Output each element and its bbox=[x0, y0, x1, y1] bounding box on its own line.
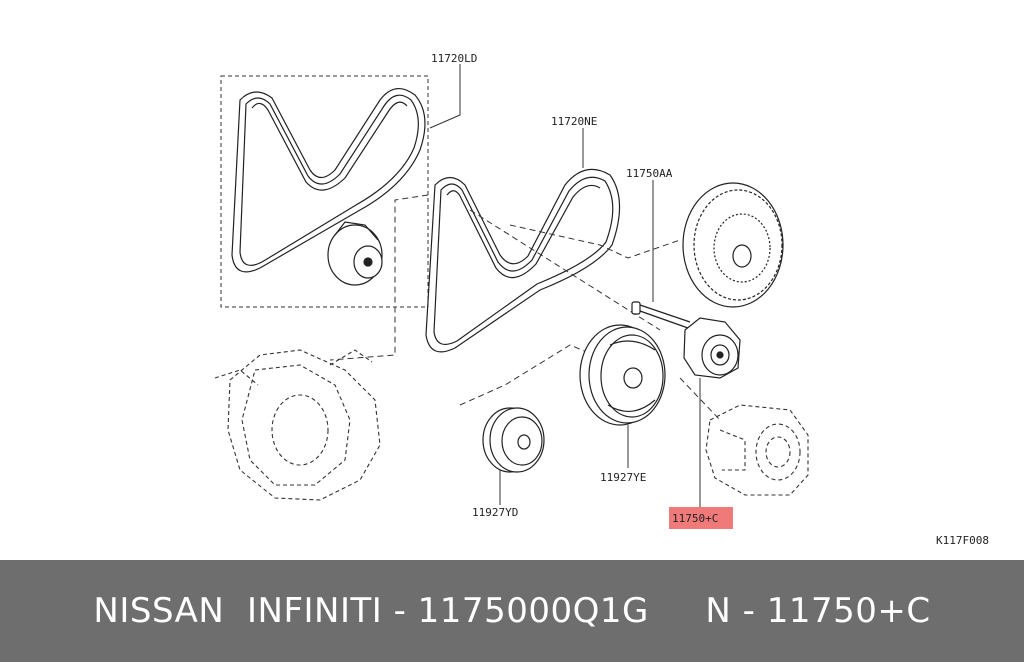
bolt-drawing bbox=[631, 301, 691, 329]
pump-drawing bbox=[705, 404, 809, 496]
tensioner-label-highlight bbox=[669, 507, 733, 529]
figure-code: K117F008 bbox=[936, 534, 989, 547]
leader-dashed-lines bbox=[329, 194, 721, 441]
label-leader-lines bbox=[429, 64, 701, 508]
label-11927yd: 11927YD bbox=[472, 506, 518, 519]
footer-bar: NISSAN INFINITI - 1175000Q1G N - 11750+C bbox=[0, 560, 1024, 662]
pulley-ye-drawing bbox=[579, 324, 666, 426]
belt-ne-drawing bbox=[425, 168, 621, 353]
label-11720ne: 11720NE bbox=[551, 115, 597, 128]
label-11750aa: 11750AA bbox=[626, 167, 673, 180]
belt-ld-dashed-box bbox=[220, 75, 429, 308]
pulley-yd-drawing bbox=[482, 407, 545, 473]
label-11927ye: 11927YE bbox=[600, 471, 646, 484]
footer-part-text: NISSAN INFINITI - 1175000Q1G N - 11750+C bbox=[93, 591, 931, 631]
crank-pulley-drawing bbox=[682, 182, 784, 308]
belt-ld-drawing bbox=[231, 88, 426, 273]
tensioner-ld-drawing bbox=[327, 221, 383, 286]
parts-diagram: 11720LD 11720NE 11750AA 11927YE 11927YD … bbox=[214, 52, 989, 547]
label-11750c: 11750+C bbox=[672, 512, 718, 525]
tensioner-drawing bbox=[683, 317, 741, 379]
label-11720ld: 11720LD bbox=[431, 52, 477, 65]
alternator-drawing bbox=[214, 349, 381, 501]
